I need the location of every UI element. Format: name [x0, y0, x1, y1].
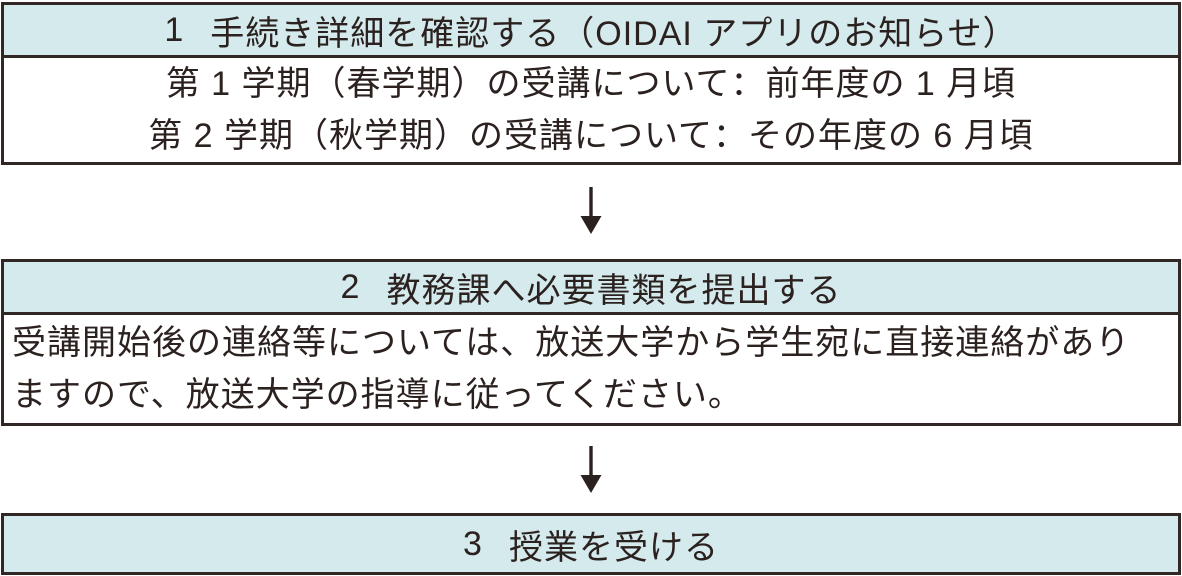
step-2-body: 受講開始後の連絡等については、放送大学から学生宛に直接連絡があり ますので、放送… [4, 315, 1178, 423]
step-2-body-line-1: 受講開始後の連絡等については、放送大学から学生宛に直接連絡があり [12, 324, 1131, 362]
step-3-header: 3 授業を受ける [4, 516, 1178, 572]
step-1-header: 1 手続き詳細を確認する（OIDAI アプリのお知らせ） [4, 5, 1178, 58]
step-2-header: 2 教務課へ必要書類を提出する [4, 262, 1178, 315]
step-2-title: 教務課へ必要書類を提出する [386, 271, 842, 310]
step-box-2: 2 教務課へ必要書類を提出する 受講開始後の連絡等については、放送大学から学生宛… [1, 259, 1181, 426]
step-1-body-line-1: 第 1 学期（春学期）の受講について：前年度の 1 月頃 [165, 65, 1017, 103]
step-1-number: 1 [164, 10, 185, 49]
step-1-body-line-2: 第 2 学期（秋学期）の受講について：その年度の 6 月頃 [148, 117, 1034, 155]
step-box-1: 1 手続き詳細を確認する（OIDAI アプリのお知らせ） 第 1 学期（春学期）… [1, 2, 1181, 165]
step-3-number: 3 [463, 524, 483, 563]
step-2-body-line-2: ますので、放送大学の指導に従ってください。 [12, 376, 743, 414]
step-box-3: 3 授業を受ける [1, 513, 1181, 575]
step-1-title: 手続き詳細を確認する（OIDAI アプリのお知らせ） [210, 14, 1018, 53]
step-1-body: 第 1 学期（春学期）の受講について：前年度の 1 月頃 第 2 学期（秋学期）… [4, 58, 1178, 162]
down-arrow-icon [580, 446, 602, 493]
down-arrow-icon [580, 187, 602, 234]
step-2-number: 2 [340, 267, 361, 306]
step-3-title: 授業を受ける [508, 528, 719, 567]
